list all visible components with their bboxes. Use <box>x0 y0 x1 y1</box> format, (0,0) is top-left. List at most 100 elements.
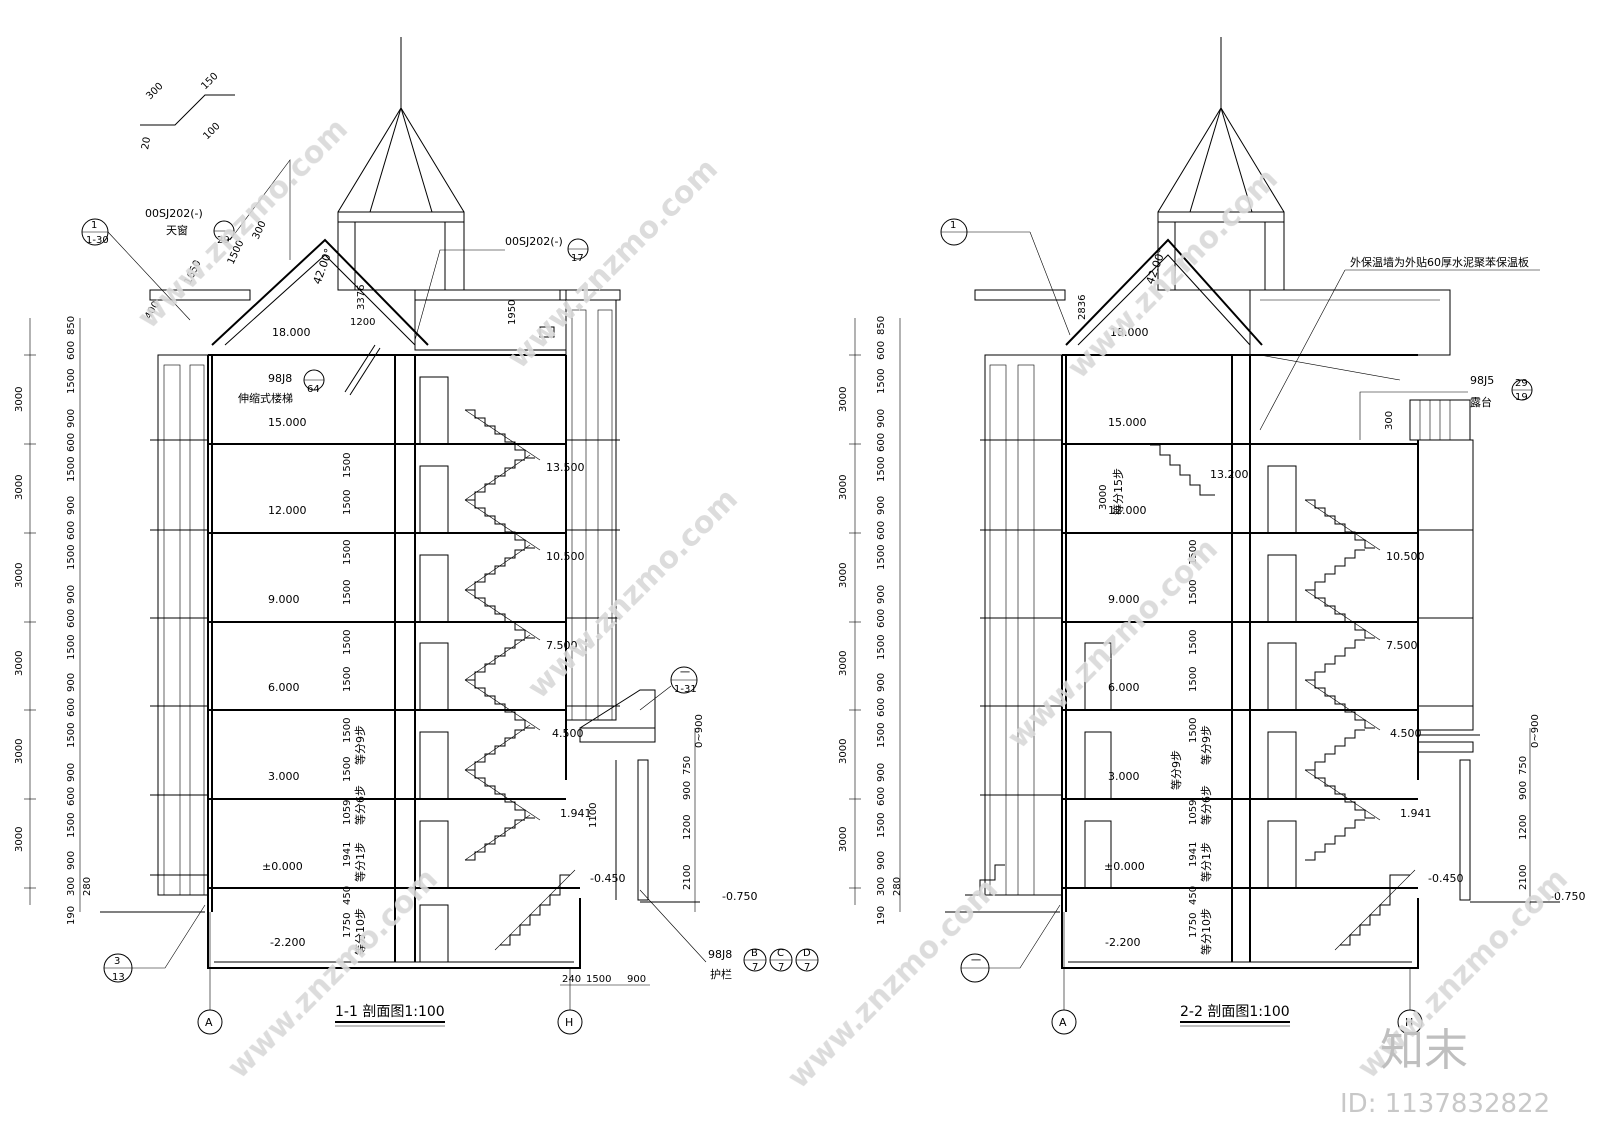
roof <box>211 37 567 351</box>
roof-w: 1200 <box>350 317 375 328</box>
dim-inner: 900 <box>66 496 77 515</box>
dim-inner: 300 <box>876 877 887 896</box>
terrace-ref: 98J5 29 19 露台 300 <box>1359 374 1533 440</box>
callout-sheet: 13 <box>112 972 125 983</box>
level-label: 3.000 <box>1108 770 1140 783</box>
level-label: 15.000 <box>268 416 307 429</box>
ref-sheet: 29 <box>217 235 230 246</box>
stair-dim: 1500 <box>1188 580 1199 605</box>
porch-dim: 1200 <box>682 815 693 840</box>
stair-dim: 1500 <box>342 667 353 692</box>
stair-dim: 1500 <box>342 757 353 782</box>
stair-level: 10.500 <box>1386 550 1425 563</box>
porch-dim: 0~900 <box>1530 714 1541 748</box>
porch-dim: 750 <box>682 756 693 775</box>
porch-dims-2: 0~900 750 900 1200 2100 <box>1518 714 1541 912</box>
left-facade <box>149 289 251 896</box>
ladder: 98J8 64 伸缩式楼梯 <box>238 344 381 405</box>
stair-note: 等分15步 <box>1111 468 1125 515</box>
right-facade <box>559 289 621 721</box>
porch-dim: 0~900 <box>694 714 705 748</box>
dim-inner: 600 <box>66 341 77 360</box>
roof-h2: 1950 <box>507 300 518 325</box>
stair-note: 等分9步 <box>1199 725 1213 765</box>
dim-inner: 600 <box>876 787 887 806</box>
detail-dim: 20 <box>140 136 153 150</box>
stair-level: 4.500 <box>552 727 584 740</box>
stair-level: 4.500 <box>1390 727 1422 740</box>
dim-inner: 600 <box>66 698 77 717</box>
ladder-sheet: 64 <box>307 384 320 395</box>
stair-dim: 1500 <box>342 490 353 515</box>
dim-inner: 900 <box>66 763 77 782</box>
callout-3: 3 13 <box>103 904 206 983</box>
dim-outer: 3000 <box>838 475 849 500</box>
level-label: ±0.000 <box>262 860 303 873</box>
ladder-ref: 98J8 <box>268 372 292 385</box>
dim-outer: 3000 <box>14 651 25 676</box>
right-facade-2 <box>1249 289 1474 731</box>
watermark-text: www.znzmo.com <box>131 112 355 336</box>
bottom-dim: 900 <box>627 974 646 985</box>
level-label: -0.450 <box>590 872 625 885</box>
skylight-label: 天窗 <box>166 223 188 237</box>
dim-inner: 190 <box>876 906 887 925</box>
dim-inner: 600 <box>876 521 887 540</box>
watermark-text: www.znzmo.com <box>501 152 725 376</box>
bottom-dim: 240 <box>562 974 581 985</box>
railing-sheet: 7 <box>804 962 810 973</box>
dim-inner: 600 <box>876 433 887 452</box>
stair-dim: 1059 <box>1188 800 1199 825</box>
porch-dim: 900 <box>1518 781 1529 800</box>
stair-dim: 1500 <box>1188 667 1199 692</box>
dim-inner: 280 <box>892 877 903 896</box>
dim-outer: 3000 <box>14 387 25 412</box>
dim-inner: 600 <box>66 433 77 452</box>
dim-inner: 190 <box>66 906 77 925</box>
dims-left <box>24 318 81 912</box>
levels-2: 18.000 15.000 12.000 9.000 6.000 3.000 ±… <box>1104 326 1585 949</box>
detail-dim: 100 <box>201 121 222 142</box>
dim-inner: 600 <box>66 787 77 806</box>
porch-dims: 0~900 750 900 1200 2100 1100 <box>588 714 705 912</box>
axis-markers: A H <box>197 912 583 1035</box>
dims-left-2 <box>849 318 901 912</box>
axis-label: H <box>1405 1016 1413 1029</box>
level-label: 18.000 <box>1110 326 1149 339</box>
callout-sheet: 1-31 <box>674 684 697 695</box>
dim-inner: 1500 <box>876 369 887 394</box>
stair-dim: 450 <box>1188 886 1199 905</box>
axis-markers-2: A H <box>1051 912 1423 1035</box>
stair-dim: 450 <box>342 886 353 905</box>
dim-inner: 1500 <box>66 635 77 660</box>
ref-sheet: 17 <box>571 253 584 264</box>
dim-inner: 900 <box>66 409 77 428</box>
dim-inner: 600 <box>876 698 887 717</box>
dim-inner: 900 <box>66 585 77 604</box>
level-label: 12.000 <box>1108 504 1147 517</box>
dim-inner: 850 <box>876 316 887 335</box>
stairs <box>464 409 576 951</box>
stair-dim: 1750 <box>1188 913 1199 938</box>
watermark-text: www.znzmo.com <box>1061 162 1285 386</box>
dim-inner: 900 <box>876 763 887 782</box>
dim-inner: 900 <box>876 585 887 604</box>
terrace-label: 露台 <box>1470 395 1492 409</box>
stair-level: 13.200 <box>1210 468 1249 481</box>
stair-note: 等分10步 <box>353 908 367 955</box>
stair-note: 等分6步 <box>353 785 367 825</box>
roof-h: 3376 <box>356 285 367 310</box>
roof-2 <box>1065 37 1285 346</box>
dim-outer: 3000 <box>838 387 849 412</box>
dim-outer: 3000 <box>838 563 849 588</box>
level-label: -2.200 <box>270 936 305 949</box>
watermark-text: www.znzmo.com <box>521 482 745 706</box>
dim-inner: 300 <box>66 877 77 896</box>
railing-ref-label: 98J8 <box>708 948 732 961</box>
doors <box>419 376 449 963</box>
level-label: 6.000 <box>268 681 300 694</box>
detail-dim: 300 <box>144 81 165 102</box>
section-title: 2-2 剖面图1:100 <box>1180 1004 1290 1020</box>
dim-inner: 900 <box>876 673 887 692</box>
dim-inner: 600 <box>876 341 887 360</box>
